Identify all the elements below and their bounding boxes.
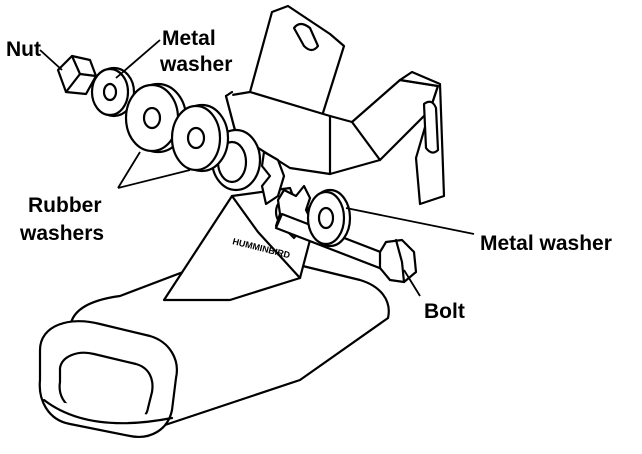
leader-rubber-washer-2	[117, 169, 191, 189]
leader-nut	[39, 49, 63, 71]
label-metal-washer-top-line2: washer	[160, 53, 233, 76]
metal-washer-right	[306, 188, 352, 248]
transducer-body	[38, 186, 390, 438]
label-metal-washer-right: Metal washer	[480, 232, 612, 255]
label-rubber-washers-line2: washers	[20, 222, 105, 245]
label-metal-washer-top-line1: Metal	[162, 27, 216, 50]
leader-metal-washer-right	[345, 207, 475, 235]
leader-rubber-washer-1	[117, 151, 141, 189]
nut	[56, 54, 98, 96]
label-bolt: Bolt	[424, 300, 465, 323]
rubber-washers	[124, 82, 230, 173]
leader-lines	[39, 39, 475, 297]
label-nut: Nut	[6, 38, 41, 61]
leader-bolt	[403, 269, 421, 297]
label-rubber-washers-line1: Rubber	[28, 194, 102, 217]
leader-metal-washer-top	[115, 39, 161, 79]
metal-washer-top	[90, 66, 136, 118]
mounting-bracket	[224, 4, 446, 206]
